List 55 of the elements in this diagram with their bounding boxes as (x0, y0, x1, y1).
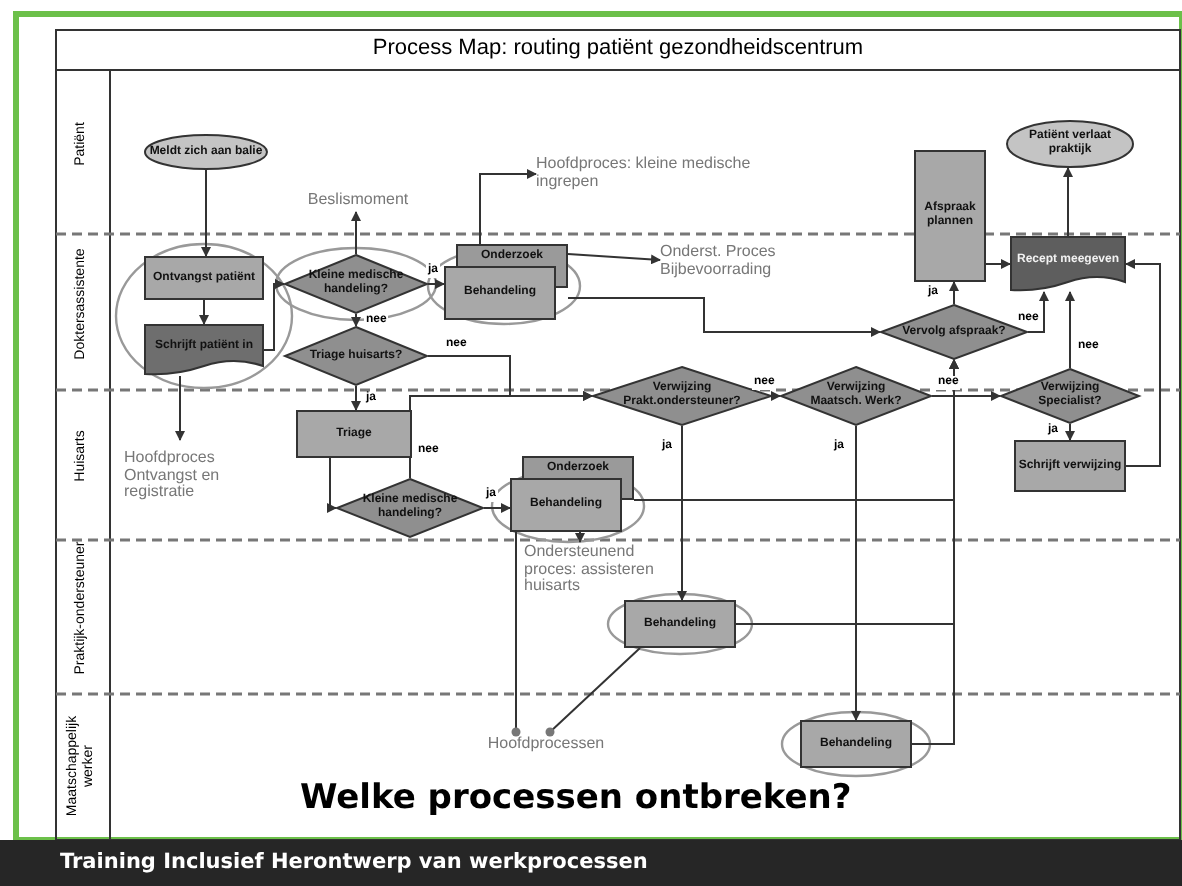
annotation-text: Hoofdproces Ontvangst en registratie (124, 449, 222, 503)
arrow (911, 359, 959, 745)
process-box (144, 256, 264, 300)
arrow (949, 281, 959, 305)
decision-diamond (284, 254, 428, 314)
annotation-text: Ondersteunend proces: assisteren huisarts (524, 543, 656, 597)
arrow (851, 425, 861, 721)
arrow (327, 457, 337, 513)
arrow (677, 425, 687, 601)
process-box (1014, 440, 1126, 492)
stacked-process-box (510, 456, 634, 532)
process-box (624, 600, 736, 648)
decision-diamond (592, 366, 772, 426)
arrow (263, 279, 285, 351)
arrow (567, 297, 881, 337)
document-shape (1010, 236, 1126, 292)
terminal-ellipse (144, 134, 268, 170)
arrow (351, 313, 361, 327)
process-box (800, 720, 912, 768)
stacked-process-box (444, 244, 568, 320)
annotation-text: Beslismoment (307, 191, 409, 209)
arrow (427, 279, 445, 289)
document-shape (144, 324, 264, 376)
decision-diamond (284, 326, 428, 386)
arrow (1065, 291, 1075, 369)
arrow (351, 211, 361, 255)
arrow (1063, 167, 1073, 237)
annotation-text: Hoofdproces: kleine medische ingrepen (536, 156, 753, 192)
annotation-text: Hoofdprocessen (487, 735, 605, 753)
decision-diamond (780, 366, 932, 426)
decision-diamond (336, 478, 484, 538)
arrow (567, 253, 661, 265)
leader-line (545, 647, 641, 737)
arrow (175, 375, 185, 441)
arrow (931, 391, 1001, 401)
arrow (771, 391, 781, 401)
diagram-title: Process Map: routing patiënt gezondheidscentrum (370, 36, 866, 60)
arrow (1125, 259, 1161, 467)
arrow (199, 299, 209, 325)
annotation-text: Onderst. Proces Bijbevoorrading (660, 244, 778, 280)
arrow (985, 259, 1011, 269)
process-box (914, 150, 986, 282)
decision-diamond (1000, 368, 1140, 424)
process-box (296, 410, 412, 458)
arrow (483, 503, 511, 513)
leader-line (511, 531, 521, 737)
arrow (201, 169, 211, 257)
arrow (479, 169, 537, 245)
footer-text: Training Inclusief Herontwerp van werkprocessen (60, 850, 648, 874)
arrow (1027, 291, 1049, 333)
arrow (351, 385, 361, 411)
terminal-ellipse (1006, 120, 1134, 168)
question-heading: Welke processen ontbreken? (300, 778, 852, 818)
arrow (575, 531, 585, 543)
arrow (1065, 423, 1075, 441)
